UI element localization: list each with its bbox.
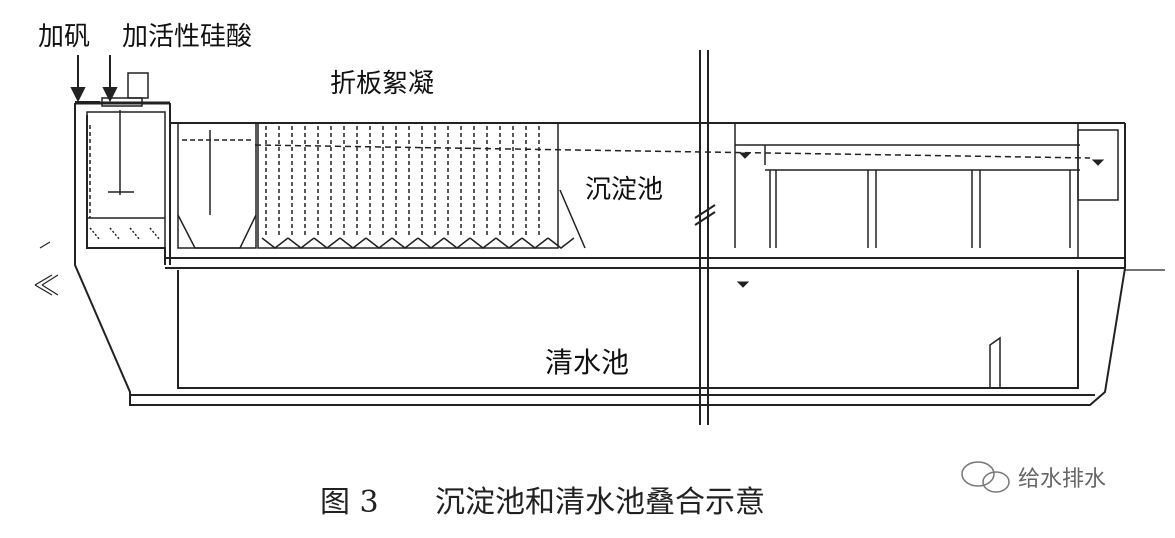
baffle-hopper — [313, 237, 341, 249]
label-clear-water-tank: 清水池 — [545, 346, 629, 379]
baffle-frame — [257, 122, 559, 249]
label-silicic-acid: 加活性硅酸 — [122, 22, 252, 52]
mixing-tank — [75, 72, 166, 249]
baffle-hopper — [521, 237, 549, 249]
watermark: 给水排水 — [961, 461, 1106, 493]
baffle-hopper — [365, 237, 393, 249]
baffle-hopper — [469, 237, 497, 249]
wechat-icon — [961, 461, 1010, 493]
baffle-hopper — [339, 237, 367, 249]
break-line — [694, 50, 716, 425]
baffle-hopper — [547, 237, 575, 249]
sedimentation-area — [254, 123, 1119, 258]
dosing-arrows — [70, 55, 118, 103]
label-sedimentation-tank: 沉淀池 — [585, 175, 663, 205]
baffle-hopper — [261, 237, 289, 249]
baffle-hopper — [391, 237, 419, 249]
baffle-hopper — [287, 237, 315, 249]
water-level-markers — [736, 152, 1105, 288]
watermark-text: 给水排水 — [1018, 467, 1106, 492]
baffle-hopper — [443, 237, 471, 249]
funnel-compartment — [177, 122, 257, 249]
clear-water-partition — [989, 336, 1001, 388]
label-alum: 加矾 — [38, 22, 90, 52]
caption-figure-number: 图 3 — [320, 485, 379, 520]
ground-marker — [34, 241, 1165, 296]
label-baffle-flocculation: 折板絮凝 — [330, 69, 434, 99]
baffle-hopper — [495, 237, 523, 249]
baffle-hopper — [417, 237, 445, 249]
baffle-flocculation-zone — [257, 122, 575, 249]
caption-text: 沉淀池和清水池叠合示意 — [435, 485, 765, 520]
